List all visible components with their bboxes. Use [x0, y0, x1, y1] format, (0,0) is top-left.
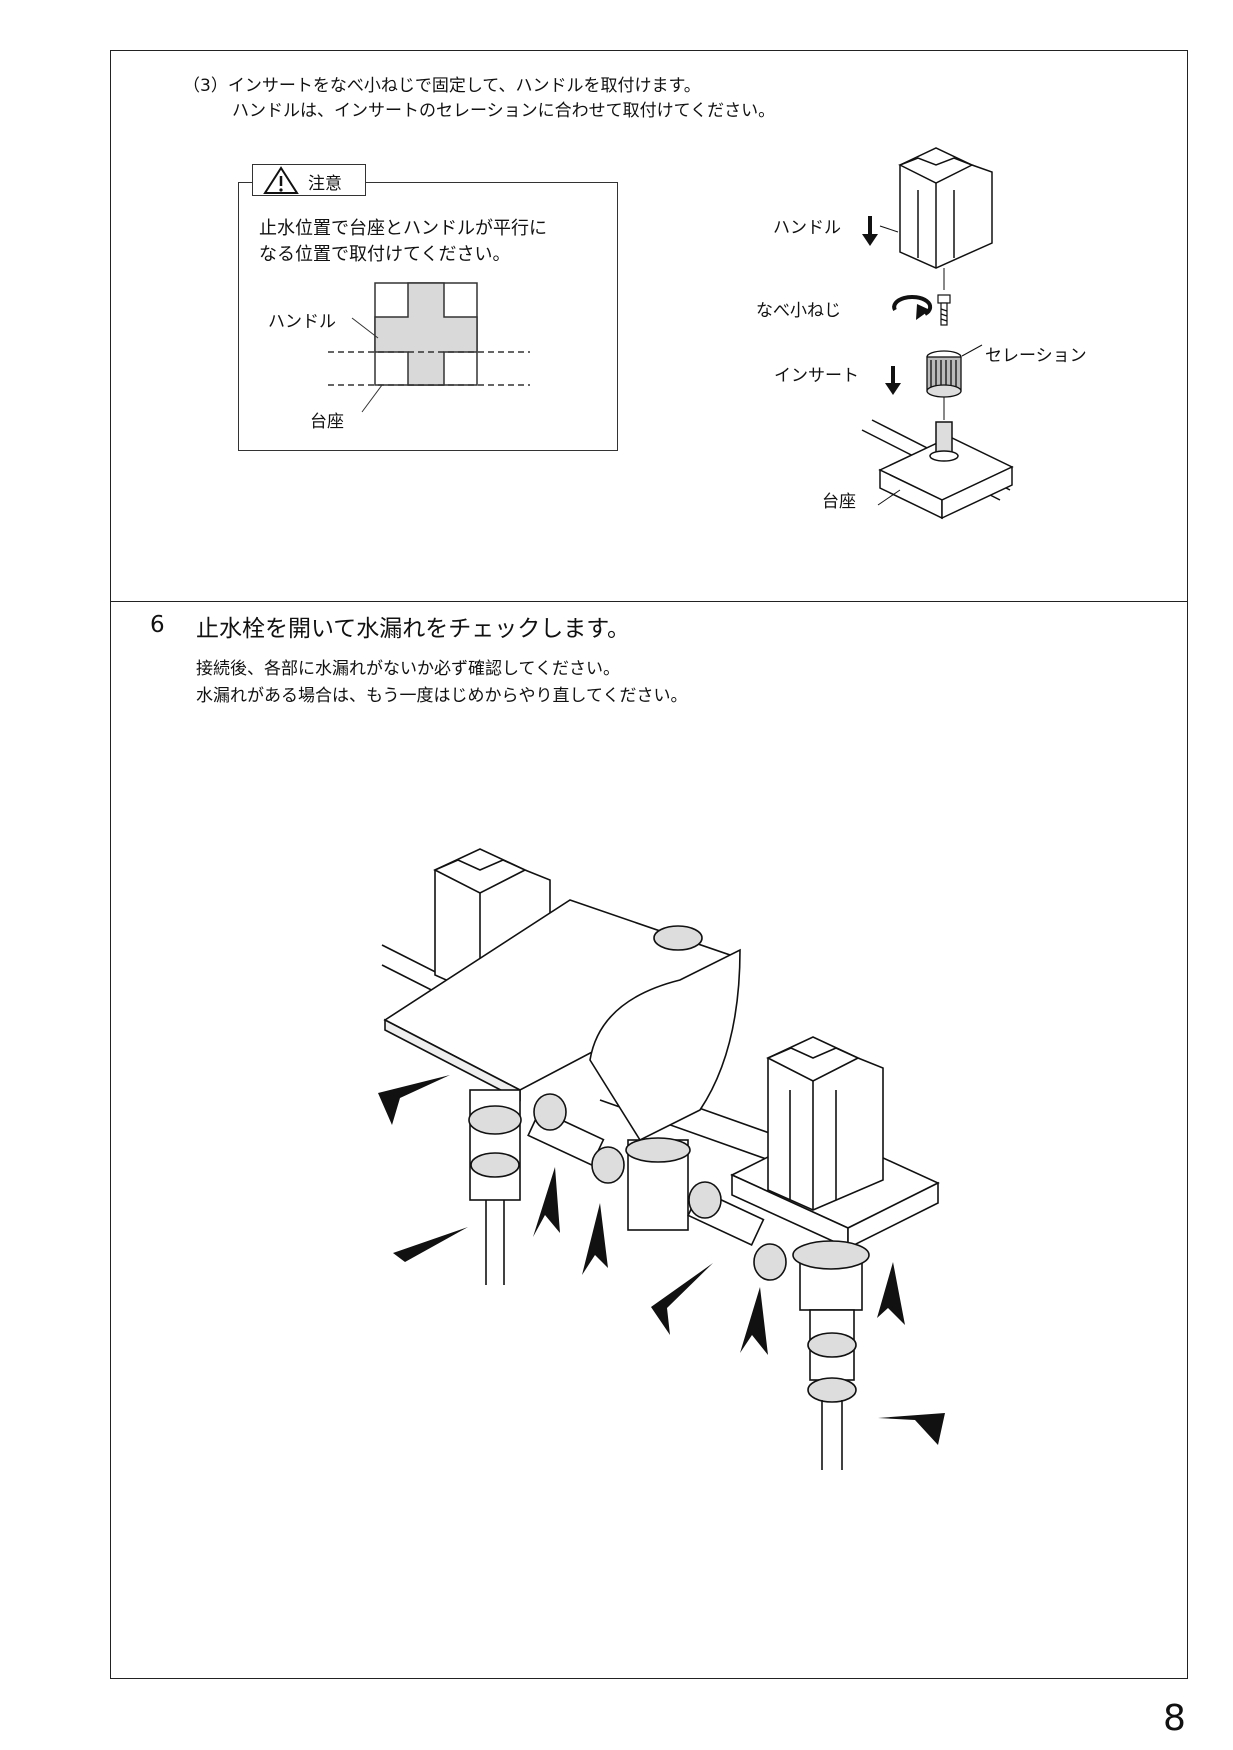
down-arrow-icon — [885, 366, 901, 395]
caution-alignment-diagram — [328, 282, 530, 413]
step6-number: 6 — [150, 612, 165, 638]
caution-tab — [252, 164, 366, 196]
exploded-label-insert: インサート — [774, 366, 859, 386]
caution-box — [238, 182, 618, 451]
handle-part — [898, 147, 993, 269]
leak-check-arrows — [378, 1075, 945, 1445]
leak-check-arrow-icon — [651, 1263, 713, 1335]
screw-part — [937, 294, 951, 326]
step3-instruction-line1: （3）インサートをなべ小ねじで固定して、ハンドルを取付けます。 — [183, 76, 701, 96]
exploded-label-handle: ハンドル — [773, 218, 841, 238]
step6-body-line1: 接続後、各部に水漏れがないか必ず確認してください。 — [196, 659, 620, 679]
page-number: 8 — [1163, 1698, 1186, 1739]
warning-icon — [263, 166, 299, 194]
leak-check-arrow-icon — [877, 1262, 905, 1325]
exploded-label-serration: セレーション — [985, 346, 1087, 366]
exploded-label-screw: なべ小ねじ — [756, 301, 841, 321]
caution-text-line2: なる位置で取付けてください。 — [259, 244, 511, 265]
leak-check-arrow-icon — [582, 1203, 608, 1275]
caution-label-base: 台座 — [310, 412, 344, 432]
down-arrow-icon — [862, 216, 878, 246]
leak-check-arrow-icon — [878, 1413, 945, 1445]
caution-title: 注意 — [308, 174, 342, 194]
step6-section — [110, 601, 1188, 1679]
step6-title: 止水栓を開いて水漏れをチェックします。 — [196, 616, 631, 642]
step3-instruction-line2: ハンドルは、インサートのセレーションに合わせて取付けてください。 — [232, 101, 776, 121]
insert-part — [926, 344, 983, 398]
base-part — [861, 419, 1014, 520]
caution-label-handle: ハンドル — [268, 312, 336, 332]
caution-text-line1: 止水位置で台座とハンドルが平行に — [259, 218, 547, 239]
leak-check-arrow-icon — [393, 1227, 468, 1262]
faucet-illustration — [381, 848, 940, 1470]
step6-body-line2: 水漏れがある場合は、もう一度はじめからやり直してください。 — [196, 686, 688, 706]
leak-check-arrow-icon — [533, 1167, 560, 1237]
leak-check-arrow-icon — [378, 1075, 450, 1125]
leak-check-arrow-icon — [740, 1287, 768, 1355]
exploded-label-base: 台座 — [822, 492, 856, 512]
rotate-icon — [892, 294, 933, 320]
